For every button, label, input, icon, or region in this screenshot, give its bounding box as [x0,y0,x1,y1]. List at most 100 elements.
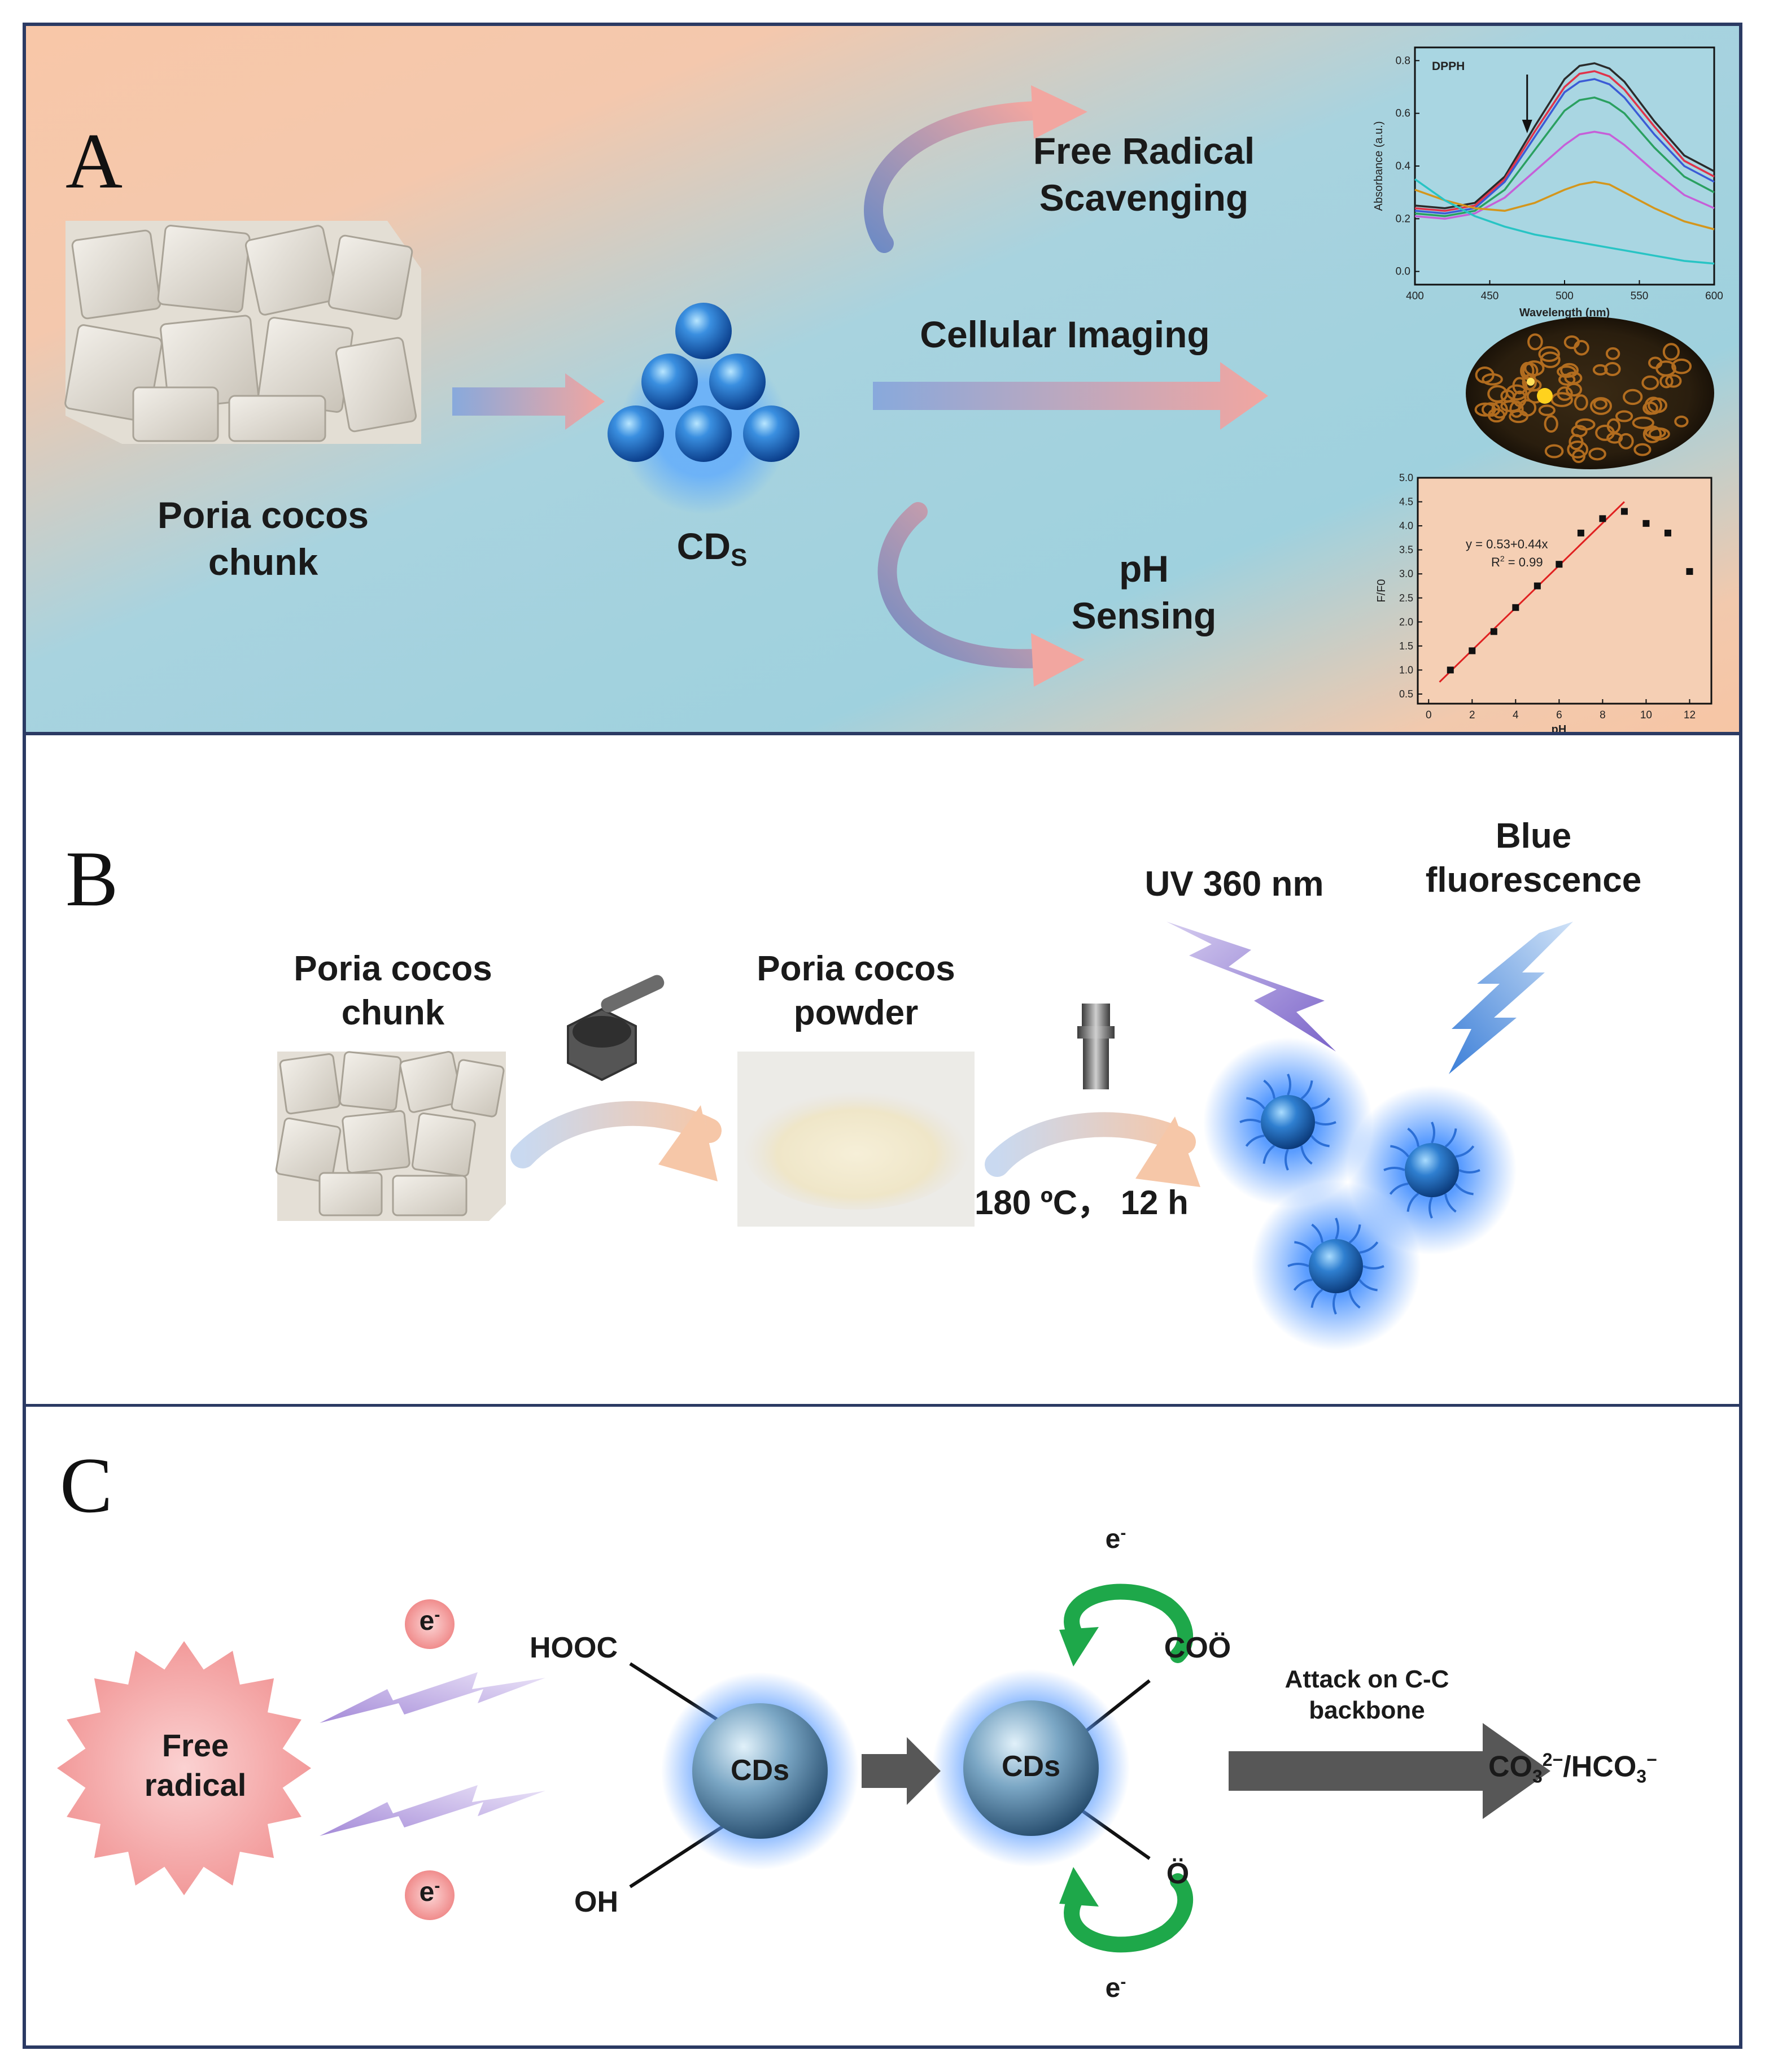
b-chunk-label-line2: chunk [341,993,445,1032]
arrow-chunk-to-cds [452,373,605,430]
ph-y-tick-label: 2.5 [1399,592,1413,604]
free-radical-label-line2: Scavenging [1039,176,1249,219]
cd-ligand [1348,1289,1361,1309]
oh-group-label: OH [574,1886,618,1918]
blue-fluorescence-line2: fluorescence [1425,860,1642,900]
electron-label-bottom: e- [407,1875,452,1909]
cell [1618,433,1634,450]
uv-bolt-icon [1167,922,1336,1052]
cd-ligand [1428,1197,1433,1219]
cell [1506,384,1528,401]
attack-label-line1: Attack on C-C [1285,1665,1449,1693]
ph-data-point [1447,666,1454,674]
cell [1655,360,1676,377]
b-powder-label-line1: Poria cocos [757,949,955,988]
cd-ligand [1455,1145,1475,1158]
cd-ligand [1431,1122,1435,1144]
poria-chunk-image [64,221,421,444]
cell [1524,360,1545,377]
cds-spheres [608,303,800,514]
electron-label-bottom-main: e [419,1877,435,1907]
ph-y-tick-label: 1.5 [1399,640,1413,652]
free-radical-line2: radical [144,1767,247,1803]
mortar-pestle-icon [567,975,665,1081]
cell [1662,343,1680,361]
panel-b-art [275,922,1573,1351]
cd-ligand [1314,1121,1336,1126]
ph-sensing-label-line2: Sensing [1071,594,1217,636]
cds-label-before: CDs [730,1754,790,1787]
free-radical-label: Free radical [122,1726,269,1805]
panel-c-letter: C [60,1442,113,1529]
green-arrow-top [1064,1584,1193,1663]
dpph-series-line-2 [1414,70,1715,212]
cd-ligand [1348,1224,1361,1244]
electron-top [405,1599,455,1649]
cell [1482,402,1501,417]
panel-c: C Free radical e- e- e- e- HOOC OH CDs C… [23,1405,1742,2049]
electron-bolt-bottom [320,1785,545,1836]
cell [1550,392,1573,407]
b-chunk-label-line1: Poria cocos [294,949,492,988]
ph-y-tick-label: 4.5 [1399,496,1413,508]
cell [1475,367,1495,383]
cd-core-1 [1261,1095,1315,1149]
cds-label-main: CD [676,525,731,567]
ph-data-point [1577,529,1584,536]
dpph-x-tick-label: 450 [1481,290,1499,302]
cell [1569,434,1584,451]
ph-x-tick-label: 12 [1684,709,1696,721]
cell [1674,415,1689,428]
ph-x-tick-label: 2 [1469,709,1475,721]
cd-ligand [1239,1119,1261,1123]
ph-x-axis-label: pH [1552,723,1567,734]
ph-data-point [1490,628,1497,635]
cell [1589,397,1613,415]
cell [1474,402,1496,417]
dpph-plot-frame [1414,46,1715,286]
dpph-y-tick-label: 0.8 [1396,55,1410,67]
arrow-cellular-imaging [873,362,1268,430]
cell [1633,443,1652,456]
product-co-sup: 2− [1542,1750,1563,1770]
free-radical-label-line1: Free Radical [1033,130,1255,172]
cell [1574,340,1589,356]
cd-ligand [1263,1079,1275,1099]
cd-ligand [1406,1192,1419,1212]
cell [1544,444,1564,459]
ph-data-point [1469,647,1476,655]
poria-chunk-label-line1: Poria cocos [157,494,369,536]
cell [1588,447,1606,461]
cd-ligand [1246,1097,1266,1110]
dpph-x-tick-label: 400 [1406,290,1424,302]
dpph-series-line-5 [1414,130,1715,220]
cd-ligand [1407,1127,1419,1147]
attack-label-line2: backbone [1309,1696,1425,1724]
ph-fit-equation: y = 0.53+0.44x [1466,537,1548,551]
cd-ligand [1358,1279,1378,1292]
cell [1642,425,1662,443]
ph-y-tick-label: 0.5 [1399,688,1413,700]
uv-wavelength-label: UV 360 nm [1144,865,1324,904]
cell [1565,382,1583,397]
electron-label-top-main: e [419,1606,435,1636]
ph-x-tick-label: 4 [1513,709,1519,721]
ph-y-tick-label: 3.0 [1399,568,1413,579]
blue-fluorescence-label: Blue fluorescence [1392,814,1675,902]
ph-x-tick-label: 6 [1556,709,1562,721]
cd-ligand [1458,1169,1480,1174]
hooc-group-label: HOOC [530,1632,618,1664]
cell [1540,351,1561,368]
ph-sensing-label-line1: pH [1119,548,1169,590]
autoclave-reactor-icon [1077,1004,1115,1089]
panel-a-letter: A [65,117,123,205]
ph-data-point [1534,582,1541,590]
cd-ligand [1287,1263,1309,1267]
cds-sphere-before [692,1703,828,1839]
dpph-x-tick-label: 600 [1705,290,1723,302]
dpph-series-line-1 [1414,62,1715,210]
cd-ligand [1311,1097,1331,1110]
free-radical-line1: Free [161,1728,229,1763]
